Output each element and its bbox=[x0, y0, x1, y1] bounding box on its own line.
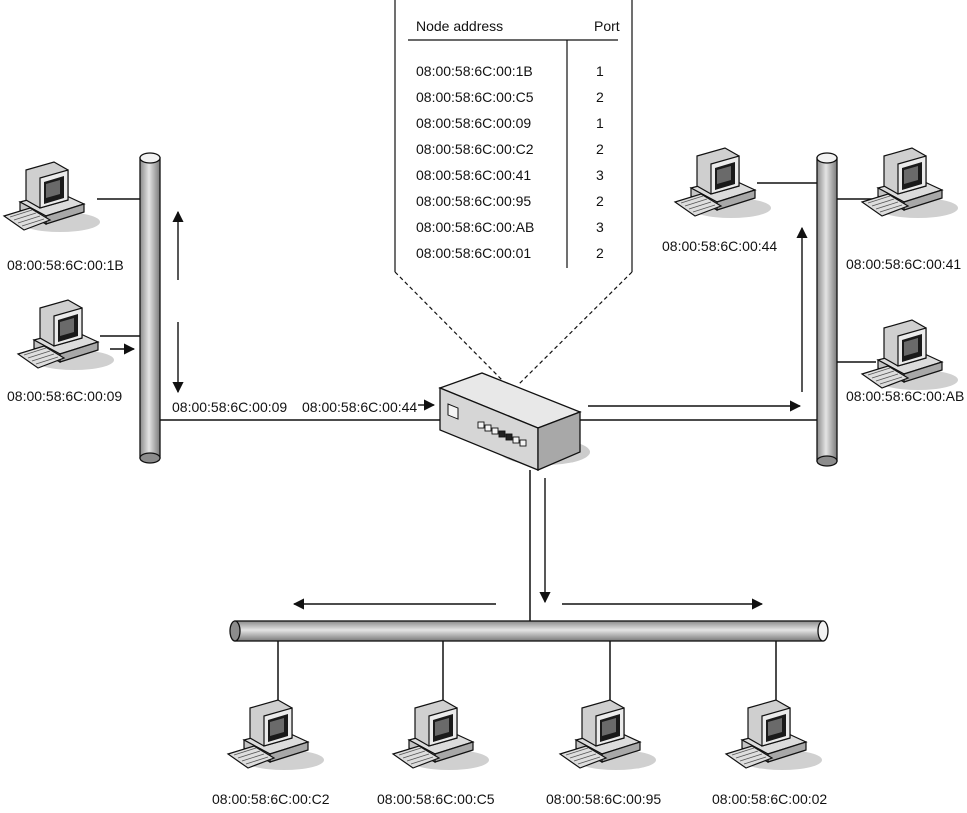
switch-ports bbox=[477, 421, 527, 447]
table-cell-address: 08:00:58:6C:00:01 bbox=[416, 245, 531, 261]
callout-right bbox=[517, 271, 633, 386]
table-cell-port: 2 bbox=[596, 245, 604, 261]
table-header-port: Port bbox=[594, 18, 620, 34]
computer-bottom-2 bbox=[392, 699, 490, 771]
computer-bottom-3 bbox=[559, 699, 657, 771]
label-frame-source: 08:00:58:6C:00:09 bbox=[172, 399, 287, 415]
table-cell-port: 2 bbox=[596, 141, 604, 157]
table-header-address: Node address bbox=[416, 18, 503, 34]
table-cell-port: 2 bbox=[596, 89, 604, 105]
label-left-top: 08:00:58:6C:00:1B bbox=[7, 257, 124, 273]
flow-arrows bbox=[110, 210, 808, 610]
table-rows: 08:00:58:6C:00:1B 1 08:00:58:6C:00:C5 2 08:0… bbox=[416, 63, 604, 261]
table-cell-address: 08:00:58:6C:00:41 bbox=[416, 167, 531, 183]
label-bottom-4: 08:00:58:6C:00:02 bbox=[712, 791, 827, 807]
segment-left bbox=[139, 152, 161, 464]
table-cell-port: 1 bbox=[596, 63, 604, 79]
segment-right bbox=[816, 152, 838, 467]
computer-right-bottom bbox=[861, 319, 959, 391]
computer-bottom-4 bbox=[725, 699, 823, 771]
table-cell-port: 3 bbox=[596, 219, 604, 235]
table-cell-address: 08:00:58:6C:00:C2 bbox=[416, 141, 534, 157]
computer-right-top-left bbox=[674, 147, 772, 219]
table-cell-port: 2 bbox=[596, 193, 604, 209]
label-frame-destination: 08:00:58:6C:00:44 bbox=[302, 399, 417, 415]
switch-device bbox=[438, 372, 590, 471]
table-cell-port: 3 bbox=[596, 167, 604, 183]
computer-left-bottom bbox=[17, 299, 115, 371]
computer-right-top-right bbox=[861, 147, 959, 219]
label-bottom-1: 08:00:58:6C:00:C2 bbox=[212, 791, 330, 807]
label-bottom-2: 08:00:58:6C:00:C5 bbox=[377, 791, 495, 807]
segment-bottom bbox=[229, 620, 829, 642]
label-bottom-3: 08:00:58:6C:00:95 bbox=[546, 791, 661, 807]
label-right-top-right: 08:00:58:6C:00:41 bbox=[846, 256, 961, 272]
table-cell-address: 08:00:58:6C:00:C5 bbox=[416, 89, 534, 105]
table-cell-address: 08:00:58:6C:00:AB bbox=[416, 219, 534, 235]
computer-bottom-1 bbox=[227, 699, 325, 771]
table-cell-address: 08:00:58:6C:00:09 bbox=[416, 115, 531, 131]
table-cell-address: 08:00:58:6C:00:95 bbox=[416, 193, 531, 209]
label-right-top-left: 08:00:58:6C:00:44 bbox=[662, 238, 777, 254]
label-left-bottom: 08:00:58:6C:00:09 bbox=[7, 388, 122, 404]
table-cell-address: 08:00:58:6C:00:1B bbox=[416, 63, 533, 79]
callout-left bbox=[394, 271, 508, 386]
computer-left-top bbox=[3, 161, 101, 233]
label-right-bottom: 08:00:58:6C:00:AB bbox=[846, 388, 964, 404]
table-cell-port: 1 bbox=[596, 115, 604, 131]
